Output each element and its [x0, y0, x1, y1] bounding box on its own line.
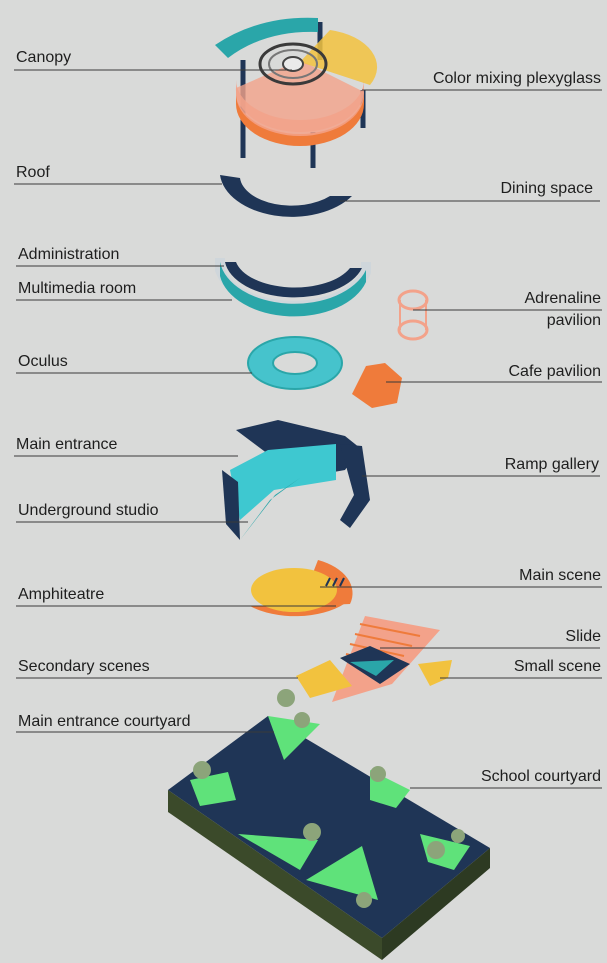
label-canopy: Canopy	[16, 49, 71, 67]
label-ramp-gallery: Ramp gallery	[505, 456, 599, 474]
amphitheatre-layer	[250, 560, 353, 616]
base-site-layer	[168, 689, 490, 960]
label-roof: Roof	[16, 164, 50, 182]
label-dining-space: Dining space	[501, 180, 594, 198]
label-underground-studio: Underground studio	[18, 502, 159, 520]
administration-multimedia-layer	[220, 258, 366, 316]
cafe-pavilion-shape	[352, 363, 402, 408]
label-slide: Slide	[565, 628, 601, 646]
canopy-layer	[215, 18, 377, 168]
label-main-scene: Main scene	[519, 567, 601, 585]
label-main-entrance: Main entrance	[16, 436, 117, 454]
label-color-mixing-plexyglass: Color mixing plexyglass	[433, 70, 601, 88]
label-cafe-pavilion: Cafe pavilion	[509, 363, 602, 381]
adrenaline-pavilion	[399, 291, 427, 339]
label-small-scene: Small scene	[514, 658, 601, 676]
label-main-entrance-courtyard: Main entrance courtyard	[18, 713, 191, 731]
label-administration: Administration	[18, 246, 119, 264]
label-school-courtyard: School courtyard	[481, 768, 601, 786]
label-secondary-scenes: Secondary scenes	[18, 658, 150, 676]
label-pavilion: pavilion	[547, 312, 601, 330]
label-oculus: Oculus	[18, 353, 68, 371]
label-multimedia-room: Multimedia room	[18, 280, 136, 298]
scenes-layer	[296, 616, 452, 702]
label-adrenaline: Adrenaline	[525, 290, 602, 308]
oculus-ring	[248, 337, 342, 389]
label-amphitheatre: Amphiteatre	[18, 586, 104, 604]
roof-ring	[220, 175, 352, 217]
